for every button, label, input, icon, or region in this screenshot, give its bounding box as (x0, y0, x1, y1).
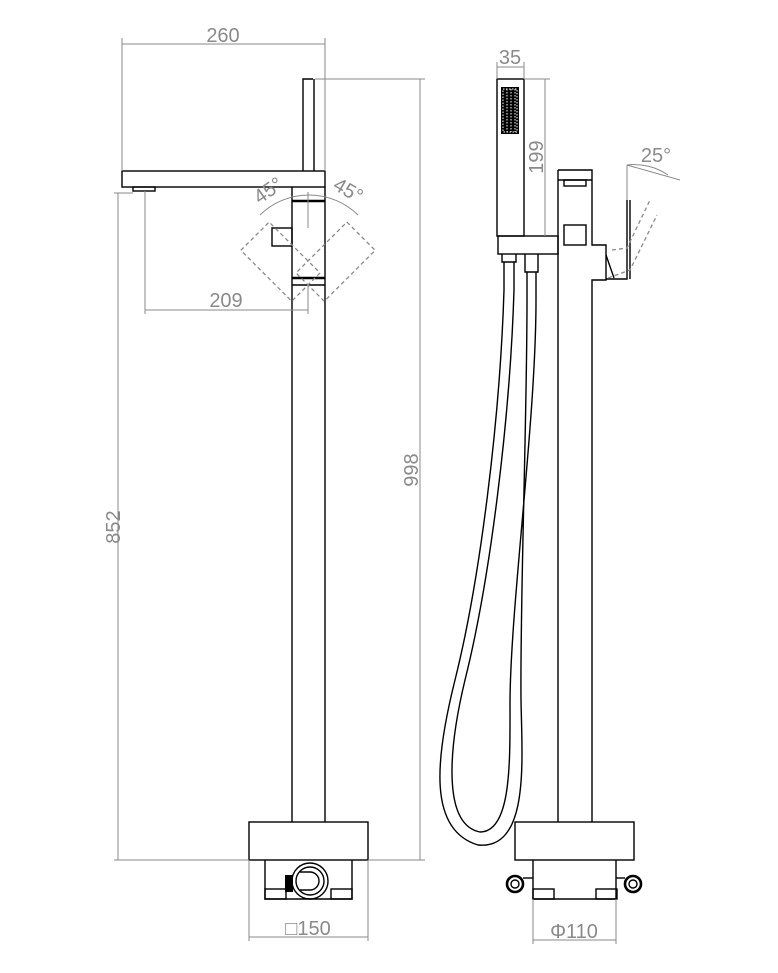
base-plate (514, 821, 635, 861)
valve-connector (291, 862, 329, 900)
inlet-fitting (285, 875, 293, 892)
column (291, 187, 326, 822)
spout (121, 170, 326, 188)
body-column (557, 169, 607, 822)
handle-rotation-ghosts (239, 192, 377, 303)
spout-nozzle (132, 186, 156, 192)
dim-110: Φ110 (550, 921, 598, 943)
side-view: 25° 35 199 Φ110 (439, 47, 681, 944)
base-plate (248, 821, 369, 861)
dim-260: 260 (206, 25, 239, 47)
dim-209: 209 (209, 290, 242, 312)
shower-nozzle-grid (501, 87, 519, 134)
handle-boss (563, 224, 587, 246)
lever (606, 200, 631, 280)
inlet-knob-left (505, 874, 525, 894)
hose-connector-left (501, 254, 517, 290)
handle-lever (302, 78, 315, 171)
angle-45-left: 45° (250, 173, 287, 208)
front-view: 260 998 852 209 □150 45° 45° (103, 25, 425, 941)
hose (439, 289, 528, 846)
dim-199: 199 (526, 140, 548, 173)
inlet-knob-right (623, 874, 643, 894)
shower-holder (497, 235, 559, 255)
dim-852: 852 (103, 510, 125, 543)
base-housing (264, 860, 353, 900)
handle-boss (271, 227, 293, 247)
dim-998: 998 (401, 453, 423, 486)
dim-35: 35 (499, 47, 521, 69)
angle-25: 25° (641, 145, 671, 167)
dim-150: □150 (285, 918, 330, 940)
hose-connector-right (524, 254, 539, 300)
angle-45-right: 45° (329, 174, 366, 208)
